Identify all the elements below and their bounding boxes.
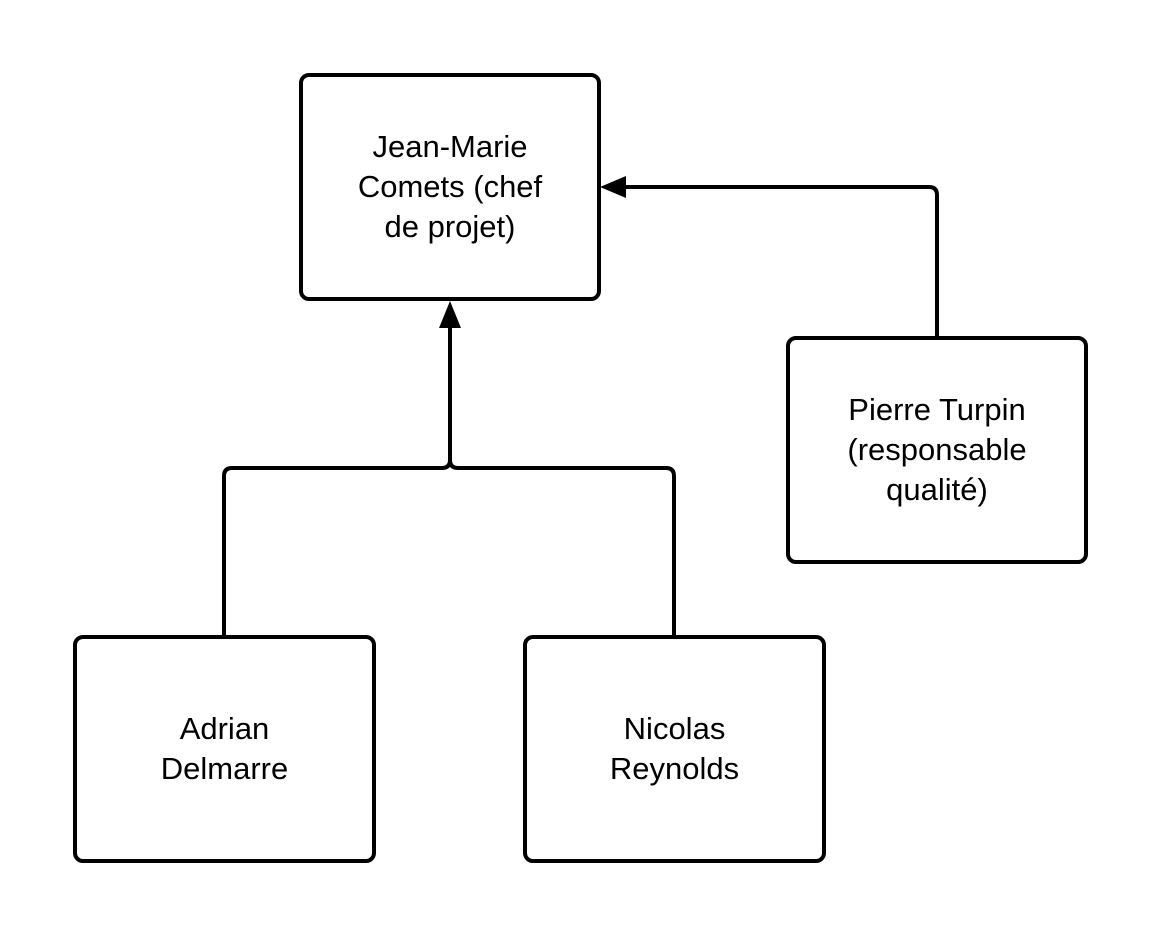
node-chef-de-projet-line-1: Jean-Marie	[372, 129, 528, 164]
node-chef-de-projet-line-3: de projet)	[384, 209, 516, 244]
node-responsable-qualite: Pierre Turpin (responsable qualité)	[786, 336, 1088, 564]
node-responsable-qualite-line-2: (responsable	[847, 432, 1027, 467]
arrowhead-qualite-to-chef	[600, 176, 626, 198]
node-nicolas-reynolds-label: Nicolas Reynolds	[575, 709, 775, 789]
node-nicolas-reynolds: Nicolas Reynolds	[523, 635, 826, 863]
node-adrian-delmarre-line-1: Adrian	[179, 711, 270, 746]
node-chef-de-projet: Jean-Marie Comets (chef de projet)	[299, 73, 601, 301]
node-chef-de-projet-label: Jean-Marie Comets (chef de projet)	[350, 127, 550, 247]
connector-adrian-to-chef	[222, 325, 452, 635]
node-chef-de-projet-line-2: Comets (chef	[357, 169, 543, 204]
connector-qualite-to-chef	[624, 185, 939, 336]
node-adrian-delmarre: Adrian Delmarre	[73, 635, 376, 863]
node-adrian-delmarre-label: Adrian Delmarre	[125, 709, 325, 789]
node-nicolas-reynolds-line-1: Nicolas	[623, 711, 726, 746]
connector-nicolas-to-chef	[448, 459, 676, 635]
node-responsable-qualite-line-3: qualité)	[886, 472, 988, 507]
node-nicolas-reynolds-line-2: Reynolds	[609, 751, 740, 786]
node-responsable-qualite-line-1: Pierre Turpin	[848, 392, 1026, 427]
arrowhead-team-to-chef	[439, 301, 461, 328]
node-responsable-qualite-label: Pierre Turpin (responsable qualité)	[827, 390, 1047, 510]
node-adrian-delmarre-line-2: Delmarre	[160, 751, 289, 786]
